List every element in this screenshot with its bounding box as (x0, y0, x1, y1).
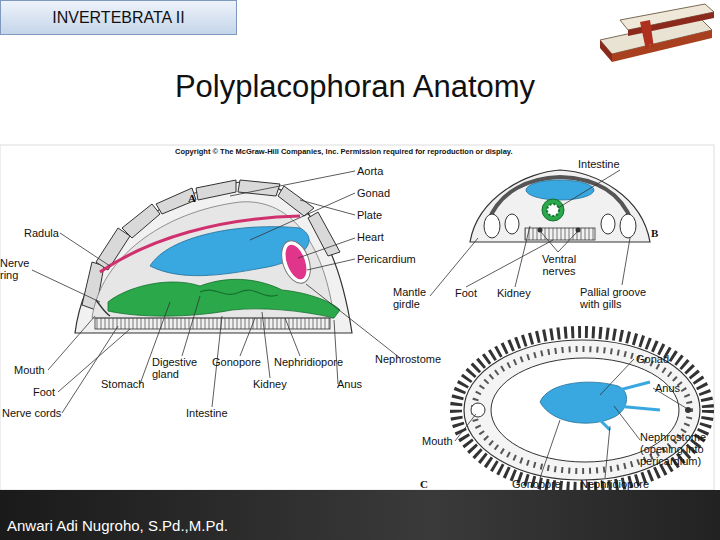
leader-line (298, 238, 355, 258)
gonoducts (595, 382, 660, 430)
part-label: Mouth (14, 364, 45, 376)
leader-line (614, 406, 640, 440)
girdle-outline (75, 182, 352, 333)
intestine-lumen (547, 204, 559, 216)
leader-line (334, 320, 338, 384)
cross-intestine (542, 199, 564, 221)
cross-section (470, 170, 650, 242)
ventral-gonad (540, 382, 627, 423)
part-label: Stomach (101, 378, 144, 390)
leader-line (182, 296, 200, 356)
book-spine (600, 40, 612, 62)
shell-plate (156, 188, 196, 214)
part-label: Pericardium (357, 253, 416, 265)
book-cover (612, 30, 712, 62)
part-label: Nerve cords (2, 407, 61, 419)
part-label: Kidney (253, 378, 287, 390)
part-label: Nerve ring (0, 257, 36, 281)
part-label: Ventral nerves (534, 253, 584, 277)
leader-line (300, 200, 355, 215)
cross-outline (470, 170, 650, 242)
ventral-nerve (576, 228, 581, 233)
leader-line (558, 232, 577, 252)
part-label: Plate (357, 209, 382, 221)
figure-panel (0, 145, 714, 490)
leader-lines (32, 170, 686, 478)
part-label: Foot (455, 287, 477, 299)
part-label: Heart (357, 231, 384, 243)
leader-line (455, 414, 476, 441)
ventral-nerve (538, 228, 543, 233)
part-label: Anus (337, 378, 362, 390)
cross-gonad (526, 180, 594, 200)
part-label: Foot (33, 386, 55, 398)
part-label: Aorta (357, 165, 383, 177)
cross-foot (525, 228, 595, 240)
part-label: Radula (24, 227, 59, 239)
part-label: Nephridiopore (274, 356, 343, 368)
leader-line (622, 238, 630, 285)
part-label: Gonad (636, 353, 669, 365)
leader-line (48, 316, 95, 370)
heart (281, 242, 310, 282)
footer-band: Anwari Adi Nugroho, S.Pd.,M.Pd. (0, 490, 720, 540)
leader-line (515, 226, 530, 287)
panel-letter: C (420, 478, 428, 490)
books-icon (600, 4, 714, 62)
gill (601, 214, 615, 234)
bookmark (640, 20, 654, 50)
slide-title: Polyplacophoran Anatomy (0, 68, 710, 106)
leader-line (62, 326, 118, 413)
leader-line (605, 426, 610, 478)
leader-line (306, 284, 400, 358)
part-label: Nephrostome (opening into pericardium) (640, 431, 716, 467)
pericardium (276, 237, 315, 287)
panel-letter: A (188, 192, 196, 204)
part-label: Kidney (497, 287, 531, 299)
leader-line (540, 420, 560, 478)
node-text: Anwari Adi Nugroho, S.Pd.,M.Pd. (7, 517, 228, 534)
part-label: Nephridiopore (580, 478, 649, 490)
foot (95, 318, 330, 329)
intestine-coil (200, 290, 278, 296)
gill (484, 214, 500, 238)
part-label: Digestive gland (152, 356, 204, 380)
shell-plate (238, 180, 280, 196)
leader-line (262, 312, 270, 378)
panel-letter: B (651, 227, 658, 239)
mouth (471, 403, 485, 417)
leader-line (466, 240, 553, 287)
leader-line (250, 193, 355, 240)
shell-plate (278, 186, 314, 216)
part-label: Pallial groove with gills (580, 286, 662, 310)
copyright-note: Copyright © The McGraw-Hill Companies, I… (175, 147, 513, 157)
gill (505, 214, 519, 234)
part-label: Gonopore (512, 478, 561, 490)
node-text: INVERTEBRATA II (52, 9, 184, 27)
part-label: Intestine (186, 407, 228, 419)
leader-line (60, 233, 110, 266)
leader-line (600, 359, 634, 395)
part-label: Gonopore (212, 356, 261, 368)
part-label: Anus (655, 382, 680, 394)
part-label: Nephrostome (375, 353, 441, 365)
nerve-ring (96, 300, 110, 316)
digestive-gland (108, 279, 340, 318)
leader-line (240, 318, 255, 356)
header-tab: INVERTEBRATA II (0, 0, 237, 35)
part-label: Mouth (422, 435, 453, 447)
leader-line (285, 318, 300, 356)
leader-line (558, 170, 620, 208)
part-label: Mantle girdle (393, 286, 439, 310)
part-label: Gonad (357, 187, 390, 199)
part-label: Intestine (578, 158, 620, 170)
leader-line (230, 171, 355, 196)
gill (620, 214, 636, 238)
shell-plate (196, 180, 236, 200)
leader-line (307, 259, 355, 270)
leader-line (32, 270, 100, 302)
